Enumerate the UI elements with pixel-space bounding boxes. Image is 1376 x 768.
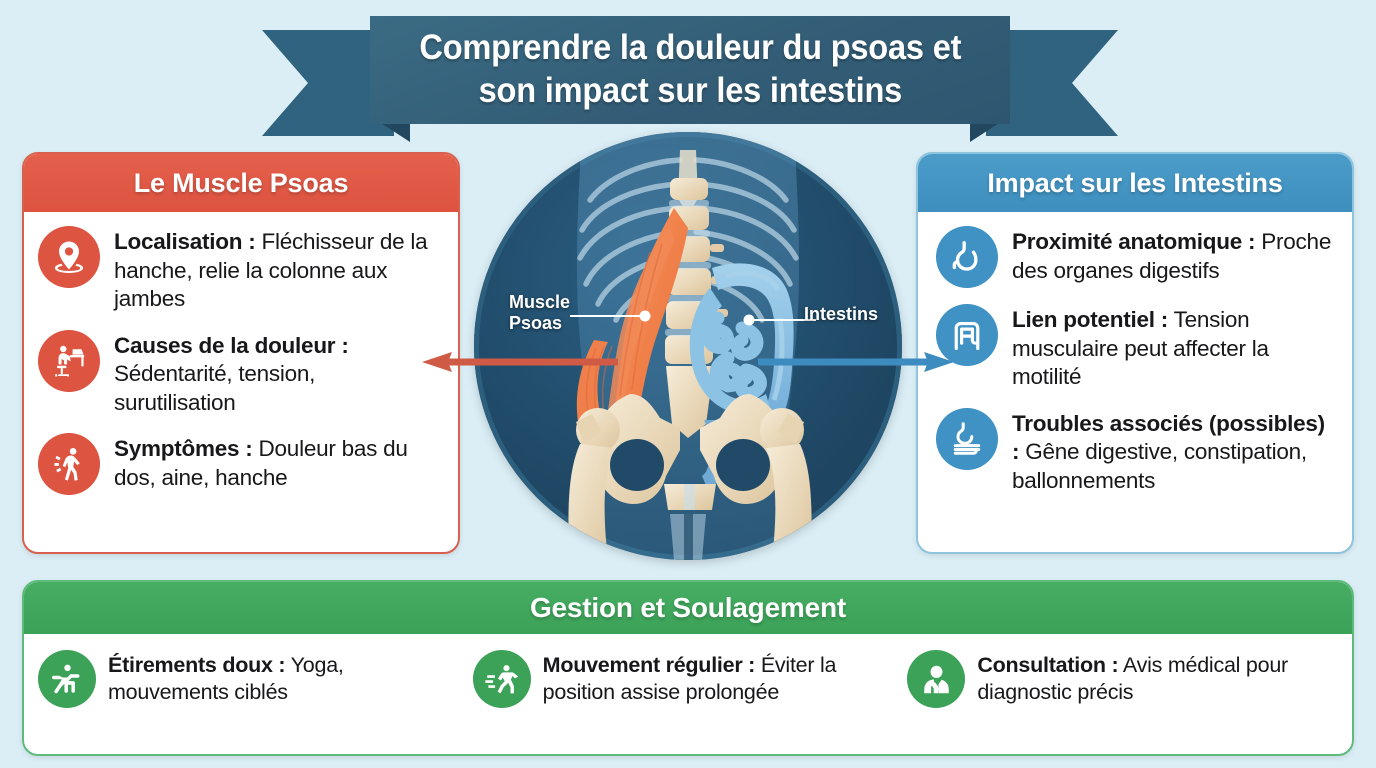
card-gestion-header: Gestion et Soulagement — [24, 582, 1352, 634]
list-item-text: Proximité anatomique : Proche des organe… — [1012, 224, 1336, 285]
list-item: Étirements doux : Yoga, mouvements ciblé… — [38, 648, 473, 708]
card-gestion-soulagement: Gestion et Soulagement Étirements doux :… — [22, 580, 1354, 756]
list-item-desc: Tension musculaire peut affecter la moti… — [1012, 307, 1269, 390]
list-item: Troubles associés (possibles) : Gêne dig… — [936, 406, 1336, 496]
list-item-text: Consultation : Avis médical pour diagnos… — [977, 648, 1336, 706]
list-item-desc: Éviter la position assise prolongée — [542, 653, 837, 705]
illustration-label-psoas: Muscle Psoas — [509, 292, 571, 334]
stomach-icon — [936, 226, 998, 288]
list-item-label: Mouvement régulier : — [542, 653, 756, 677]
back-pain-icon — [38, 433, 100, 496]
anatomy-circle — [474, 132, 902, 560]
yoga-stretch-icon — [38, 650, 96, 708]
list-item: Causes de la douleur : Sédentarité, tens… — [38, 328, 442, 418]
list-item: Consultation : Avis médical pour diagnos… — [907, 648, 1342, 708]
card-muscle-psoas: Le Muscle Psoas Localisation : Fléchisse… — [22, 152, 460, 554]
doctor-icon — [907, 650, 966, 708]
list-item-label: Symptômes : — [114, 436, 253, 462]
list-item-desc: Yoga, mouvements ciblés — [108, 653, 344, 705]
list-item-text: Étirements doux : Yoga, mouvements ciblé… — [108, 648, 467, 706]
list-item-label: Proximité anatomique : — [1012, 229, 1256, 254]
list-item-desc: Fléchisseur de la hanche, relie la colon… — [114, 229, 428, 312]
list-item: Lien potentiel : Tension musculaire peut… — [936, 302, 1336, 392]
list-item-text: Symptômes : Douleur bas du dos, aine, ha… — [114, 431, 442, 492]
list-item-label: Consultation : — [977, 653, 1119, 677]
card-psoas-header: Le Muscle Psoas — [24, 154, 458, 212]
list-item-label: Localisation : — [114, 229, 256, 254]
anatomy-illustration: Muscle Psoas Intestins — [474, 132, 902, 560]
sitting-desk-icon — [38, 329, 100, 392]
list-item-text: Causes de la douleur : Sédentarité, tens… — [114, 328, 442, 418]
card-intestins-body: Proximité anatomique : Proche des organe… — [918, 212, 1352, 505]
list-item-label: Lien potentiel : — [1012, 307, 1168, 332]
list-item-text: Troubles associés (possibles) : Gêne dig… — [1012, 406, 1336, 496]
list-item-label: Étirements doux : — [108, 653, 286, 677]
list-item-desc: Avis médical pour diagnostic précis — [977, 653, 1288, 705]
list-item: Localisation : Fléchisseur de la hanche,… — [38, 224, 442, 314]
list-item-label: Causes de la douleur : — [114, 332, 349, 358]
card-intestins-header: Impact sur les Intestins — [918, 154, 1352, 212]
digestive-system-icon — [936, 407, 998, 470]
title-banner: Comprendre la douleur du psoas et son im… — [262, 8, 1118, 144]
list-item-text: Mouvement régulier : Éviter la position … — [543, 648, 902, 706]
page-title: Comprendre la douleur du psoas et son im… — [419, 28, 961, 110]
arrow-to-intestins-card — [758, 352, 954, 372]
list-item-desc: Proche des organes digestifs — [1012, 229, 1332, 283]
list-item-desc: Gêne digestive, constipation, ballonneme… — [1012, 439, 1307, 493]
banner-panel: Comprendre la douleur du psoas et son im… — [370, 16, 1010, 124]
list-item-label: Troubles associés (possibles) : — [1012, 410, 1325, 465]
list-item: Symptômes : Douleur bas du dos, aine, ha… — [38, 431, 442, 496]
list-item: Mouvement régulier : Éviter la position … — [472, 648, 908, 708]
colon-icon — [936, 304, 998, 366]
list-item: Proximité anatomique : Proche des organe… — [936, 224, 1336, 288]
list-item-desc: Douleur bas du dos, aine, hanche — [114, 436, 408, 490]
running-person-icon — [472, 650, 531, 708]
list-item-text: Lien potentiel : Tension musculaire peut… — [1012, 302, 1336, 392]
arrow-to-psoas-card — [422, 352, 618, 372]
location-pin-icon — [38, 226, 100, 288]
card-psoas-body: Localisation : Fléchisseur de la hanche,… — [24, 212, 458, 505]
illustration-label-intestins: Intestins — [803, 304, 878, 324]
card-impact-intestins: Impact sur les Intestins Proximité anato… — [916, 152, 1354, 554]
anatomy-graphic — [568, 132, 816, 560]
card-gestion-body: Étirements doux : Yoga, mouvements ciblé… — [24, 634, 1352, 716]
list-item-desc: Sédentarité, tension, surutilisation — [114, 361, 316, 415]
list-item-text: Localisation : Fléchisseur de la hanche,… — [114, 224, 442, 314]
